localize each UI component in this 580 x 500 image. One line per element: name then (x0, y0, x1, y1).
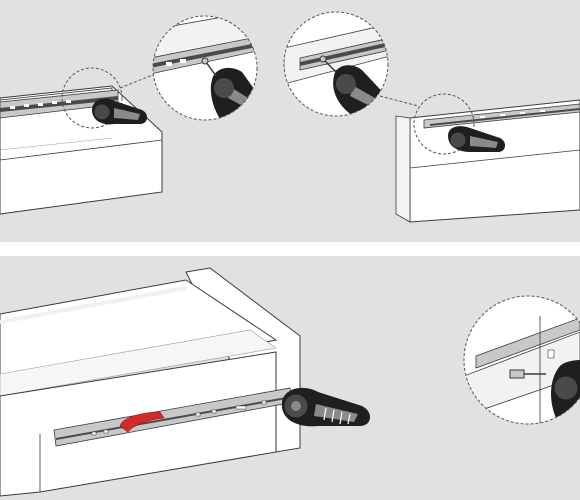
drawer-slide-rail (53, 387, 295, 447)
bottom-panel-illustration (0, 256, 580, 500)
screw-icon (509, 369, 546, 379)
top-panel-illustration (0, 0, 580, 242)
zoom-callout-icon (61, 67, 123, 129)
drill-icon (281, 387, 371, 427)
drill-icon (448, 126, 506, 152)
screw-icon (319, 55, 337, 73)
zoom-detail-right (283, 11, 389, 117)
bottom-panel (0, 256, 580, 500)
right-drawer (395, 99, 580, 223)
screw-icon (201, 57, 217, 77)
zoom-detail-bottom (463, 295, 580, 425)
drawer-box (0, 267, 301, 497)
panel-divider (0, 242, 580, 256)
top-panel (0, 0, 580, 242)
drill-icon (92, 98, 148, 125)
left-slide-rail (0, 89, 119, 119)
release-lever (119, 411, 165, 433)
zoom-callout-icon (413, 93, 475, 155)
